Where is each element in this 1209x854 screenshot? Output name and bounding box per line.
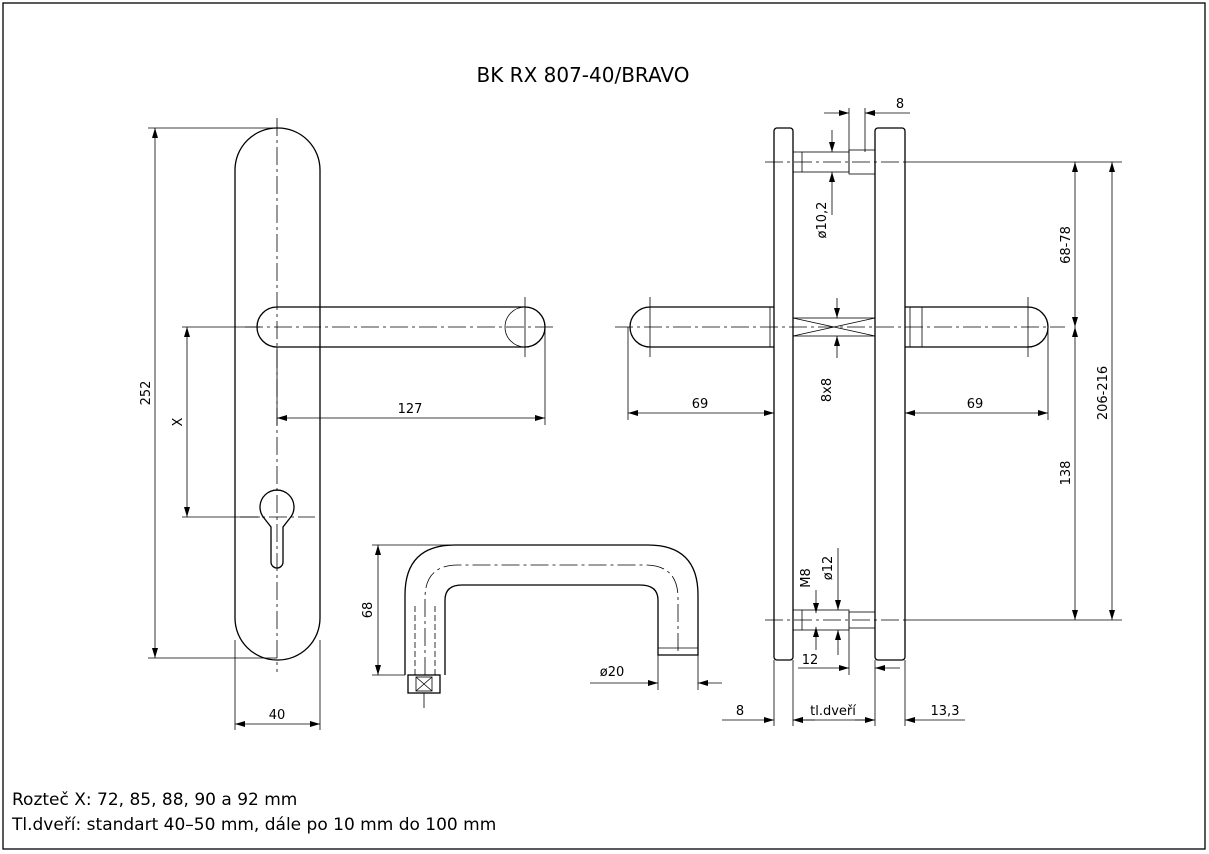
dim-bush-length: 12 [802,653,819,668]
dim-door-thickness: tl.dveří [810,704,856,719]
dim-plate-thickness: 8 [736,704,744,719]
dim-top-offset: 8 [896,97,904,112]
drawing-title: BK RX 807-40/BRAVO [476,63,689,87]
u-handle-view: 68 ø20 [361,544,722,708]
note-spacing: Rozteč X: 72, 85, 88, 90 a 92 mm [12,790,297,810]
escutcheon-plate [234,127,321,661]
dim-lower-distance: 138 [1059,461,1074,486]
dim-thread: M8 [799,568,814,588]
dim-height: 252 [139,381,154,406]
dim-diameter: ø20 [600,665,625,680]
dim-u-height: 68 [361,602,376,619]
dim-outer-thickness: 13,3 [931,704,960,719]
dim-screw-hole: ø10,2 [815,202,830,239]
dim-lever-right: 69 [967,397,984,412]
front-view: 252 X 127 40 [139,118,555,730]
plate-left [773,127,794,661]
keyhole [259,489,295,569]
dim-total-distance: 206-216 [1096,366,1111,420]
dim-lever-left: 69 [692,397,709,412]
plate-right [874,127,906,661]
dim-lever-length: 127 [398,402,423,417]
dim-upper-distance: 68-78 [1059,226,1074,264]
note-door-thickness: Tl.dveří: standart 40–50 mm, dále po 10 … [11,815,496,835]
side-view: 8 ø10,2 8x8 M8 ø12 12 69 69 68-78 138 20 [615,97,1122,726]
dim-spacing: X [171,417,186,426]
dim-width: 40 [269,708,286,723]
dim-spindle: 8x8 [820,378,835,402]
dim-bush-diameter: ø12 [821,556,836,581]
